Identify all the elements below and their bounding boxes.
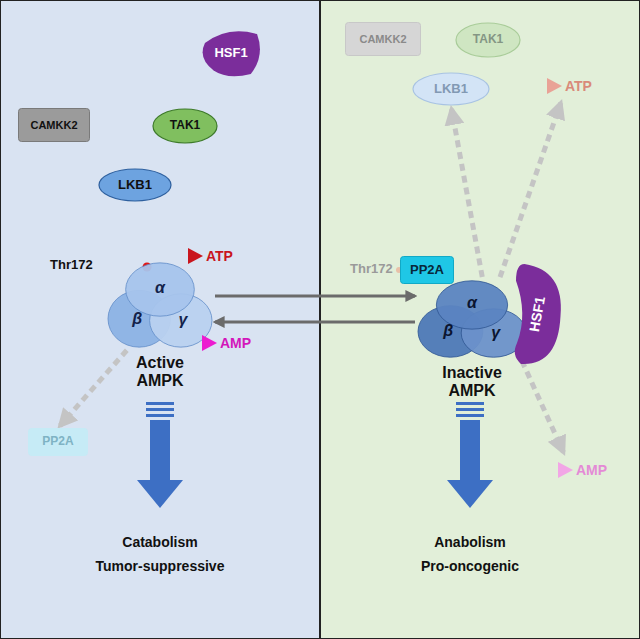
node-label: γ bbox=[178, 311, 187, 329]
node-label: HSF1 bbox=[214, 46, 247, 61]
outcome-label: Tumor-suppressive bbox=[96, 558, 225, 574]
node-label: ATP bbox=[565, 78, 592, 94]
node-label: AMP bbox=[576, 462, 607, 478]
kinase-box: CAMKK2 bbox=[18, 108, 90, 142]
nucleotide-marker: ATP bbox=[186, 242, 244, 270]
node-label: LKB1 bbox=[434, 82, 468, 97]
thick-arrow bbox=[447, 402, 493, 508]
equilibrium-arrow bbox=[215, 295, 415, 298]
node-label: AMP bbox=[220, 335, 251, 351]
nucleotide-marker: ATP bbox=[545, 72, 601, 100]
subunit-label: γ bbox=[173, 310, 193, 330]
outcome-label: Pro-oncogenic bbox=[421, 558, 519, 574]
node-label: TAK1 bbox=[473, 33, 503, 47]
node-label: β bbox=[132, 310, 142, 328]
outcome-label: Catabolism bbox=[122, 534, 197, 550]
node-label: ATP bbox=[206, 248, 233, 264]
nucleotide-marker: AMP bbox=[200, 328, 255, 358]
ampk-complex: Inactive AMPKαβγ bbox=[418, 280, 526, 358]
complex-title: Inactive AMPK bbox=[424, 364, 520, 401]
right-panel bbox=[321, 1, 640, 639]
equilibrium-arrow bbox=[215, 321, 415, 324]
node-label: γ bbox=[491, 324, 500, 342]
site-label: Thr172 bbox=[50, 258, 93, 273]
outcome-label: Anabolism bbox=[434, 534, 506, 550]
node-label: α bbox=[155, 279, 165, 297]
hsf1-protein: HSF1 bbox=[512, 262, 562, 366]
node-label: β bbox=[443, 322, 453, 340]
node-label: LKB1 bbox=[118, 178, 152, 193]
node-label: α bbox=[467, 294, 477, 312]
node-label: TAK1 bbox=[170, 119, 200, 133]
phosphatase-box: PP2A bbox=[28, 428, 88, 456]
node-label: CAMKK2 bbox=[359, 33, 406, 46]
hsf1-protein: HSF1 bbox=[200, 28, 262, 78]
kinase-box: CAMKK2 bbox=[345, 22, 421, 56]
kinase-ellipse: LKB1 bbox=[412, 72, 490, 106]
subunit-label: α bbox=[150, 278, 170, 298]
complex-title: Active AMPK bbox=[112, 354, 208, 391]
dashed-arrow bbox=[500, 103, 561, 277]
ampk-complex-outline bbox=[418, 280, 526, 358]
ampk-complex: Active AMPKαβγ bbox=[108, 262, 212, 348]
thick-arrow bbox=[137, 402, 183, 508]
subunit-label: β bbox=[438, 321, 458, 341]
phosphatase-box: PP2A bbox=[400, 256, 454, 284]
node-label: CAMKK2 bbox=[30, 119, 77, 132]
dashed-arrow bbox=[522, 361, 564, 453]
kinase-ellipse: LKB1 bbox=[98, 168, 172, 202]
left-panel bbox=[1, 1, 320, 639]
node-label: PP2A bbox=[42, 435, 73, 449]
subunit-label: β bbox=[127, 309, 147, 329]
subunit-label: γ bbox=[486, 323, 506, 343]
kinase-ellipse: TAK1 bbox=[152, 108, 218, 144]
site-label: Thr172 bbox=[350, 262, 393, 277]
dashed-arrow bbox=[60, 350, 127, 426]
ampk-complex-outline bbox=[108, 262, 212, 348]
dashed-arrow bbox=[452, 109, 483, 277]
nucleotide-marker: AMP bbox=[556, 455, 614, 485]
kinase-ellipse: TAK1 bbox=[455, 22, 521, 58]
node-label: PP2A bbox=[410, 263, 444, 278]
subunit-label: α bbox=[462, 293, 482, 313]
